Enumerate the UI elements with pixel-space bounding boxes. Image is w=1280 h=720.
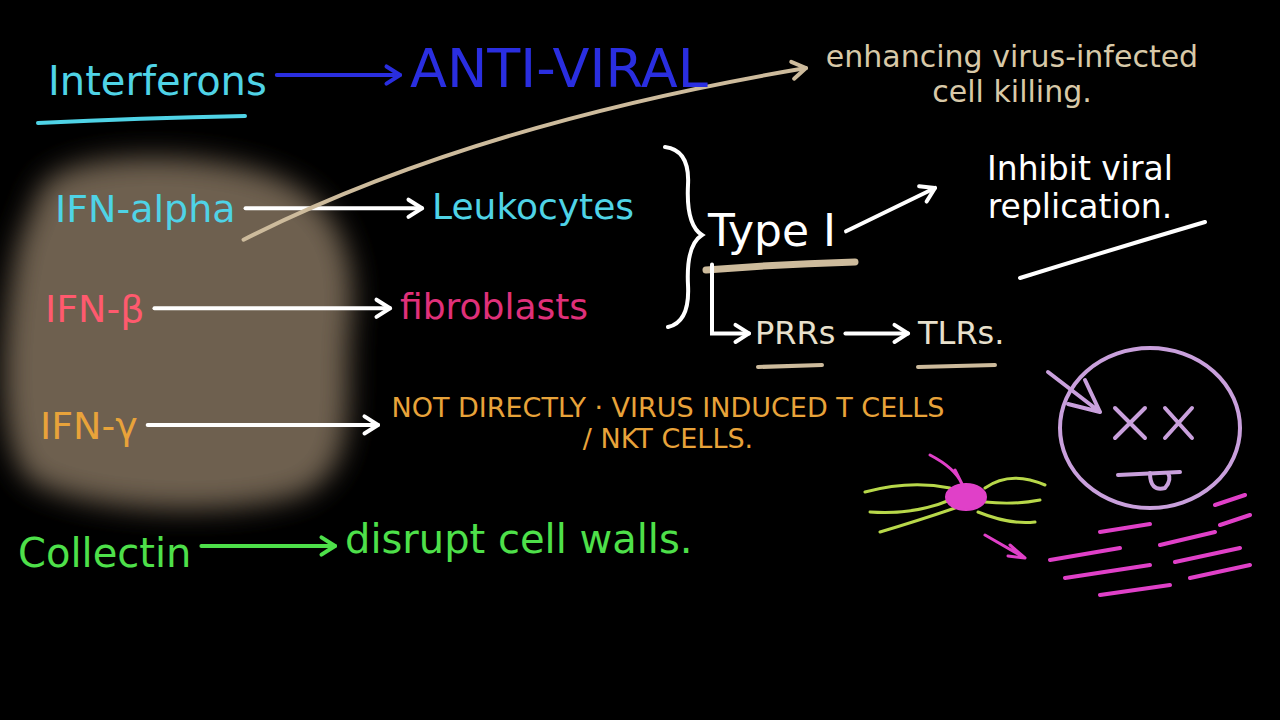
arrow-connector bbox=[846, 186, 935, 231]
text-node: Type I bbox=[708, 206, 836, 257]
underline bbox=[38, 116, 245, 123]
text-node: fibroblasts bbox=[400, 286, 588, 327]
collectin-figure bbox=[865, 455, 1250, 595]
cell-label: fibroblasts bbox=[400, 286, 588, 327]
text-node: disrupt cell walls. bbox=[345, 516, 692, 562]
text-node: Leukocytes bbox=[432, 186, 634, 227]
text-node: ANTI-VIRAL bbox=[410, 38, 708, 100]
text-node: enhancing virus-infected cell killing. bbox=[812, 40, 1212, 109]
text-node: Interferons bbox=[48, 58, 267, 104]
note-text: Inhibit viral replication. bbox=[945, 150, 1215, 226]
text-node: IFN-γ bbox=[40, 405, 138, 449]
ifn-label: IFN-alpha bbox=[55, 188, 236, 232]
underline bbox=[1020, 222, 1205, 278]
text-node: TLRs. bbox=[918, 315, 1004, 352]
underline bbox=[706, 262, 855, 270]
arrow-connector bbox=[277, 66, 400, 83]
term-label: PRRs bbox=[755, 315, 835, 352]
type-label: Type I bbox=[708, 206, 836, 257]
text-node: Collectin bbox=[18, 530, 191, 576]
note-text: enhancing virus-infected cell killing. bbox=[812, 40, 1212, 109]
arrow-connector bbox=[712, 265, 749, 342]
note-text: disrupt cell walls. bbox=[345, 516, 692, 562]
dead-cell bbox=[1048, 348, 1240, 508]
term-label: TLRs. bbox=[918, 315, 1004, 352]
text-node: Inhibit viral replication. bbox=[945, 150, 1215, 226]
term-label: Collectin bbox=[18, 530, 191, 576]
arrow-connector bbox=[246, 200, 422, 217]
arrow-connector bbox=[148, 416, 378, 433]
cell-label: Leukocytes bbox=[432, 186, 634, 227]
text-node: PRRs bbox=[755, 315, 835, 352]
heading-text: ANTI-VIRAL bbox=[410, 38, 708, 100]
bracket bbox=[665, 147, 702, 327]
ifn-label: IFN-γ bbox=[40, 405, 138, 449]
underline bbox=[758, 365, 995, 367]
arrow-connector bbox=[201, 537, 335, 554]
arrow-connector bbox=[154, 300, 390, 317]
arrow-connector bbox=[845, 325, 908, 342]
note-text: NOT DIRECTLY · VIRUS INDUCED T CELLS / N… bbox=[388, 392, 948, 454]
text-node: IFN-alpha bbox=[55, 188, 236, 232]
title-text: Interferons bbox=[48, 58, 267, 104]
text-node: NOT DIRECTLY · VIRUS INDUCED T CELLS / N… bbox=[388, 392, 948, 454]
ifn-label: IFN-β bbox=[45, 288, 144, 332]
text-node: IFN-β bbox=[45, 288, 144, 332]
